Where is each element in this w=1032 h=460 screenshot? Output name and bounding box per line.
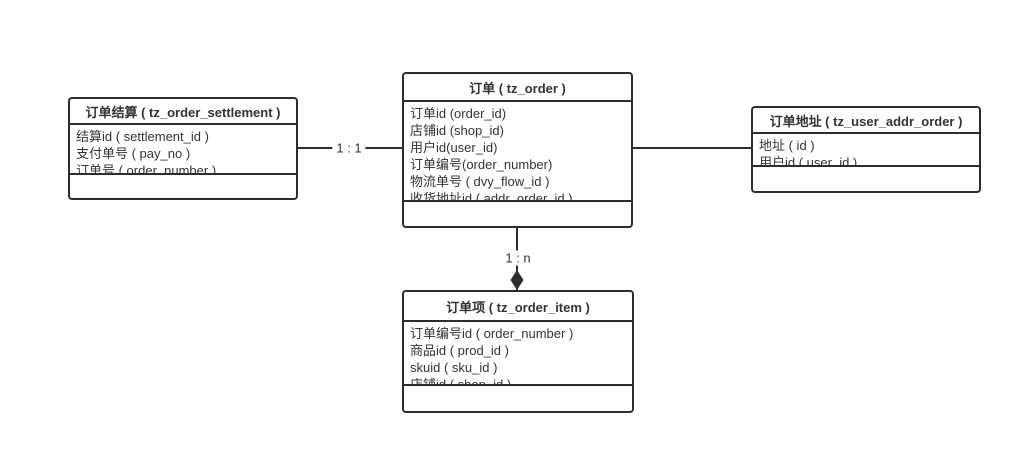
entity-footer-empty <box>404 200 631 226</box>
entity-field: 支付单号 ( pay_no ) <box>76 146 191 161</box>
entity-title: 订单结算 ( tz_order_settlement ) <box>70 99 296 125</box>
entity-tz-order-item: 订单项 ( tz_order_item ) 订单编号id ( order_num… <box>402 290 634 413</box>
entity-title: 订单 ( tz_order ) <box>404 74 631 102</box>
entity-field: 收货地址id ( addr_order_id ) <box>410 191 573 200</box>
entity-footer-empty <box>753 165 979 191</box>
entity-field: 地址 ( id ) <box>759 138 815 153</box>
entity-footer-empty <box>404 384 632 411</box>
entity-field: 订单编号id ( order_number ) <box>410 326 574 341</box>
entity-tz-order: 订单 ( tz_order ) 订单id (order_id) 店铺id (sh… <box>402 72 633 228</box>
relationship-line-order-address <box>633 147 751 149</box>
entity-field: 店铺id ( shop_id ) <box>410 376 626 384</box>
entity-field: 用户id(user_id) <box>410 140 498 155</box>
entity-field: 物流单号 ( dvy_flow_id ) <box>410 174 550 189</box>
entity-field: 店铺id (shop_id) <box>410 123 504 138</box>
entity-title: 订单地址 ( tz_user_addr_order ) <box>753 108 979 134</box>
entity-field: 用户id ( user_id ) <box>759 155 858 165</box>
entity-tz-user-addr-order: 订单地址 ( tz_user_addr_order ) 地址 ( id ) 用户… <box>751 106 981 193</box>
entity-field: 订单编号(order_number) <box>410 157 553 172</box>
entity-footer-empty <box>70 173 296 198</box>
relationship-label-one-to-one: 1 : 1 <box>332 140 366 156</box>
relationship-label-one-to-many: 1 : n <box>501 250 535 266</box>
entity-field: skuid ( sku_id ) <box>410 360 498 375</box>
entity-fields: 订单id (order_id) 店铺id (shop_id) 用户id(user… <box>404 102 631 200</box>
entity-fields: 地址 ( id ) 用户id ( user_id ) <box>753 134 979 165</box>
entity-field: 结算id ( settlement_id ) <box>76 129 209 144</box>
entity-field: 商品id ( prod_id ) <box>410 343 509 358</box>
diamond-arrowhead-icon <box>510 270 524 290</box>
entity-field: 订单号 ( order_number ) <box>76 163 217 173</box>
entity-title: 订单项 ( tz_order_item ) <box>404 292 632 322</box>
entity-tz-order-settlement: 订单结算 ( tz_order_settlement ) 结算id ( sett… <box>68 97 298 200</box>
entity-fields: 结算id ( settlement_id ) 支付单号 ( pay_no ) 订… <box>70 125 296 173</box>
entity-field: 订单id (order_id) <box>410 106 507 121</box>
entity-fields: 订单编号id ( order_number ) 商品id ( prod_id )… <box>404 322 632 384</box>
